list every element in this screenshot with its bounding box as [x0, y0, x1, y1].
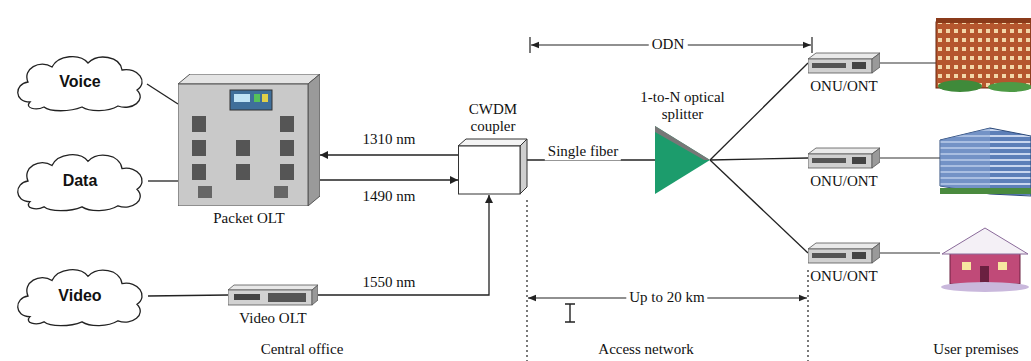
cloud-label: Video	[58, 287, 101, 305]
region-label: Central office	[258, 341, 347, 358]
cloud-node: Voice	[10, 52, 150, 112]
device-label: ONU/ONT	[810, 173, 878, 190]
house-door	[980, 266, 989, 284]
device-label: 1-to-N optical splitter	[624, 89, 742, 124]
fiber-line	[147, 84, 178, 104]
device-label: ONU/ONT	[810, 268, 878, 285]
apartment-building	[936, 18, 1031, 92]
drop-line	[880, 252, 940, 253]
lawn	[940, 188, 1031, 194]
video-olt: Video OLT	[228, 284, 318, 306]
video-olt-device	[228, 284, 318, 306]
house-window	[998, 262, 1007, 270]
house-wall	[950, 252, 1020, 284]
odn-bracket	[530, 37, 812, 53]
device-label: Video OLT	[239, 310, 306, 327]
house-window	[962, 262, 971, 270]
splitter-triangle	[655, 126, 710, 194]
snow-ground	[941, 282, 1029, 292]
building-body	[936, 22, 1031, 88]
wavelength-label: 1550 nm	[360, 274, 419, 291]
signal-arrow	[318, 195, 489, 295]
building-roof	[936, 18, 1031, 23]
cloud-node: Data	[10, 150, 150, 212]
region-divider	[807, 270, 808, 361]
drop-line	[880, 62, 936, 63]
region-divider	[526, 200, 527, 361]
cloud-node: Video	[10, 265, 150, 327]
signal-arrow	[320, 154, 458, 155]
fiber-line	[710, 158, 808, 160]
onu-device	[808, 52, 880, 74]
wavelength-label: 1310 nm	[360, 131, 419, 148]
cloud-label: Data	[63, 172, 98, 190]
onu-ont: ONU/ONT	[808, 242, 880, 264]
drop-line	[880, 157, 940, 158]
onu-device	[808, 147, 880, 169]
fiber-line	[710, 160, 808, 253]
region-label: User premises	[930, 341, 1021, 358]
office-building	[940, 128, 1031, 196]
region-label: Access network	[595, 341, 696, 358]
packet-olt: Packet OLT	[178, 74, 320, 206]
house	[941, 228, 1029, 292]
shrub	[988, 82, 1031, 92]
packet-olt-chassis	[178, 74, 320, 206]
cloud-label: Voice	[59, 73, 101, 91]
bracket-tick	[529, 37, 530, 53]
onu-ont: ONU/ONT	[808, 147, 880, 169]
device-label: ONU/ONT	[810, 78, 878, 95]
onu-ont: ONU/ONT	[808, 52, 880, 74]
device-label: CWDM coupler	[458, 101, 528, 136]
signal-arrow	[320, 179, 458, 180]
wavelength-label: Single fiber	[545, 143, 621, 160]
distance-label: Up to 20 km	[626, 289, 707, 306]
fiber-line	[148, 180, 178, 181]
optical-splitter: 1-to-N optical splitter	[655, 126, 710, 194]
fiber-line	[710, 63, 808, 160]
odn-label: ODN	[649, 36, 688, 53]
bracket-tick	[811, 37, 812, 53]
wavelength-label: 1490 nm	[360, 188, 419, 205]
text-cursor-icon	[565, 304, 575, 322]
coupler-box	[458, 138, 528, 195]
building-body	[940, 128, 1031, 196]
house-roof	[942, 228, 1028, 254]
device-label: Packet OLT	[213, 210, 285, 227]
onu-device	[808, 242, 880, 264]
cwdm-coupler: CWDM coupler	[458, 138, 528, 195]
shrub	[938, 80, 982, 92]
fiber-line	[148, 295, 228, 296]
building-side	[940, 128, 990, 194]
